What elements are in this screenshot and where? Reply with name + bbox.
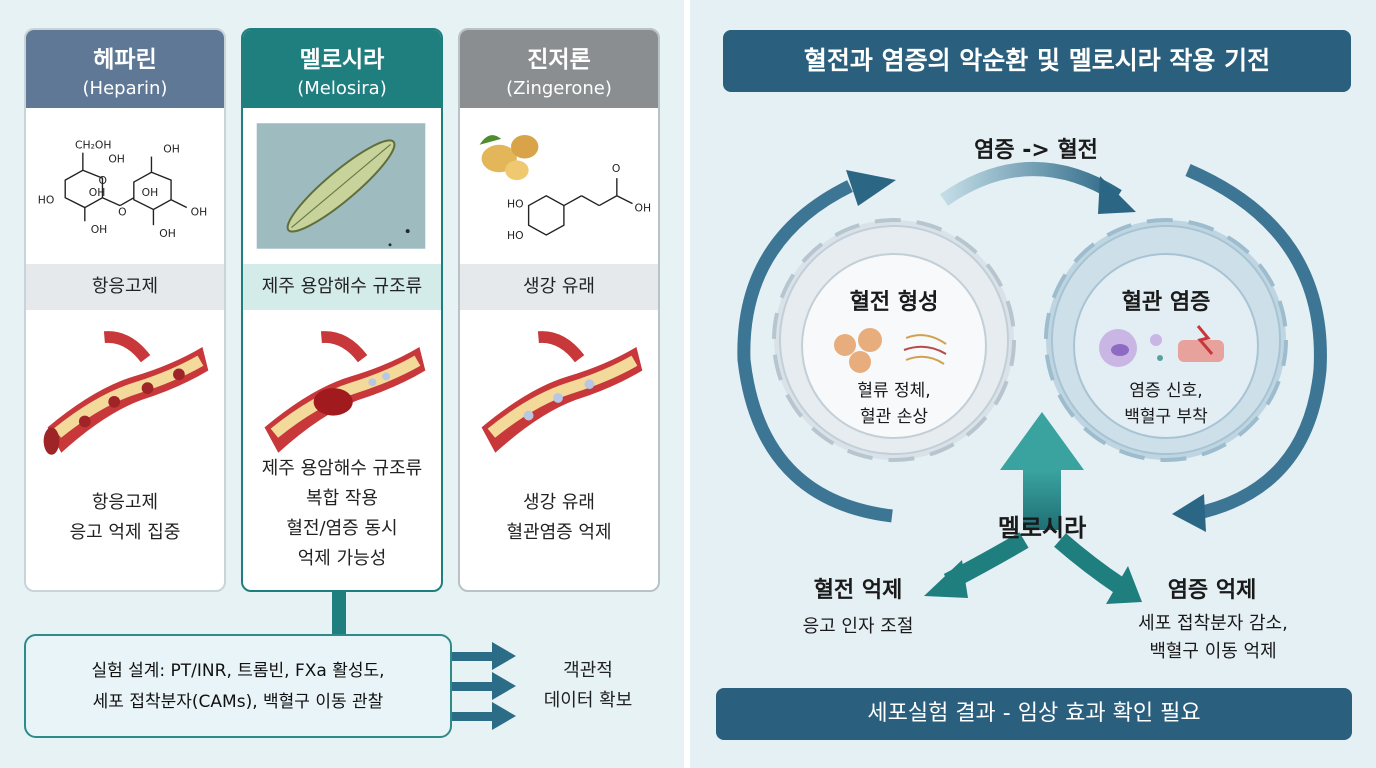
zingerone-desc-line: 생강 유래 — [523, 492, 595, 513]
gear-icon — [1044, 218, 1288, 462]
platelet-icon — [834, 328, 882, 373]
heparin-label-oh: OH — [91, 223, 108, 236]
zingerone-label-ho: HO — [507, 229, 524, 242]
melosira-desc-line: 복합 작용 — [306, 488, 378, 509]
zingerone-name: 진저론 — [527, 47, 591, 73]
zingerone-vessel-illustration — [481, 331, 643, 453]
heparin-label-oh: OH — [159, 227, 176, 240]
leukocyte-icon — [1099, 329, 1163, 367]
heparin-label-o: O — [99, 174, 107, 187]
melosira-header: 멜로시라 (Melosira) — [243, 30, 441, 108]
effect-right-desc: 세포 접착분자 감소, 백혈구 이동 억제 — [1108, 610, 1318, 666]
fibrin-icon — [903, 334, 947, 365]
right-footer: 세포실험 결과 - 임상 효과 확인 필요 — [716, 688, 1352, 740]
gear-left-line: 혈류 정체, — [857, 381, 931, 401]
heparin-label-oh: OH — [142, 186, 159, 199]
right-title: 혈전과 염증의 악순환 및 멜로시라 작용 기전 — [723, 30, 1351, 92]
melosira-desc-line: 혈전/염증 동시 — [286, 518, 398, 539]
heparin-vessel-illustration — [43, 331, 209, 455]
zingerone-card: 진저론 (Zingerone) O HO HO OH 생강 유래 — [458, 28, 660, 592]
heparin-label-oh: OH — [163, 143, 180, 156]
ginger-and-zingerone-structure: O HO HO OH — [479, 135, 651, 242]
cycle-diagram — [737, 161, 1327, 604]
arrow-icon — [1098, 176, 1136, 214]
melosira-description: 제주 용암해수 규조류 복합 작용 혈전/염증 동시 억제 가능성 — [243, 454, 441, 574]
ginger-icon — [479, 135, 539, 181]
heparin-label-o: O — [118, 205, 126, 218]
objective-line: 객관적 — [563, 660, 613, 681]
heparin-label-ch2oh: CH₂OH — [75, 139, 112, 152]
zingerone-category: 생강 유래 — [460, 264, 658, 310]
effect-left-title: 혈전 억제 — [813, 578, 903, 603]
zingerone-label-oh: OH — [634, 201, 651, 214]
heparin-description: 항응고제 응고 억제 집중 — [26, 488, 224, 548]
experiment-line: 실험 설계: PT/INR, 트롬빈, FXa 활성도, — [91, 661, 385, 681]
heparin-desc-line: 응고 억제 집중 — [69, 522, 181, 543]
heparin-latin: (Heparin) — [82, 78, 168, 99]
melosira-desc-line: 제주 용암해수 규조류 — [261, 458, 423, 479]
effect-right-title: 염증 억제 — [1167, 578, 1257, 603]
effect-right-line: 백혈구 이동 억제 — [1149, 641, 1277, 662]
heparin-name: 헤파린 — [93, 47, 157, 73]
experiment-line: 세포 접착분자(CAMs), 백혈구 이동 관찰 — [92, 692, 384, 712]
gear-right-line: 백혈구 부착 — [1124, 407, 1208, 427]
heparin-category: 항응고제 — [26, 264, 224, 310]
gear-right-title: 혈관 염증 — [1121, 290, 1211, 315]
zingerone-header: 진저론 (Zingerone) — [460, 30, 658, 108]
vessel-damage-icon — [1178, 325, 1224, 362]
zingerone-description: 생강 유래 혈관염증 억제 — [460, 488, 658, 548]
melosira-vessel-illustration — [264, 331, 426, 453]
zingerone-latin: (Zingerone) — [506, 78, 612, 99]
melosira-desc-line: 억제 가능성 — [297, 548, 387, 569]
effect-left-desc: 응고 인자 조절 — [802, 616, 914, 637]
melosira-latin: (Melosira) — [297, 78, 387, 99]
gear-icon — [772, 218, 1016, 462]
melosira-name: 멜로시라 — [299, 47, 385, 73]
cycle-label: 염증 -> 혈전 — [974, 138, 1098, 163]
gear-left-line: 혈관 손상 — [860, 407, 928, 427]
objective-line: 데이터 확보 — [543, 690, 633, 711]
zingerone-label-ho: HO — [507, 198, 524, 211]
zingerone-desc-line: 혈관염증 억제 — [506, 522, 612, 543]
melosira-category: 제주 용암해수 규조류 — [243, 264, 441, 310]
arrow-icon — [1172, 494, 1206, 532]
heparin-label-oh: OH — [89, 186, 106, 199]
heparin-label-oh: OH — [191, 205, 208, 218]
gear-right-desc: 염증 신호, 백혈구 부착 — [1086, 378, 1246, 430]
heparin-card: 헤파린 (Heparin) CH₂OH OH HO OH O OH OH O O… — [24, 28, 226, 592]
triple-arrow-icon — [452, 642, 516, 730]
gear-left-title: 혈전 형성 — [849, 290, 939, 315]
heparin-label-ho: HO — [38, 194, 55, 207]
objective-data-label: 객관적 데이터 확보 — [528, 656, 648, 716]
heparin-header: 헤파린 (Heparin) — [26, 30, 224, 108]
gear-left-desc: 혈류 정체, 혈관 손상 — [814, 378, 974, 430]
heparin-label-oh: OH — [108, 152, 125, 165]
gear-right-line: 염증 신호, — [1129, 381, 1203, 401]
center-agent-label: 멜로시라 — [997, 514, 1087, 542]
connector-line — [332, 592, 346, 636]
effect-right-line: 세포 접착분자 감소, — [1138, 613, 1288, 634]
experiment-design-box: 실험 설계: PT/INR, 트롬빈, FXa 활성도, 세포 접착분자(CAM… — [24, 634, 452, 738]
melosira-card: 멜로시라 (Melosira) 제주 용암해수 규조류 제주 용암해수 규조류 … — [241, 28, 443, 592]
diatom-micrograph — [256, 123, 426, 249]
heparin-desc-line: 항응고제 — [91, 492, 159, 513]
branch-arrow-icon — [1054, 533, 1142, 604]
branch-arrow-icon — [924, 532, 1029, 598]
zingerone-label-o: O — [612, 162, 620, 175]
heparin-structure: CH₂OH OH HO OH O OH OH O OH OH OH — [38, 139, 208, 240]
up-arrow-icon — [1000, 412, 1084, 530]
arrow-icon — [846, 170, 896, 206]
